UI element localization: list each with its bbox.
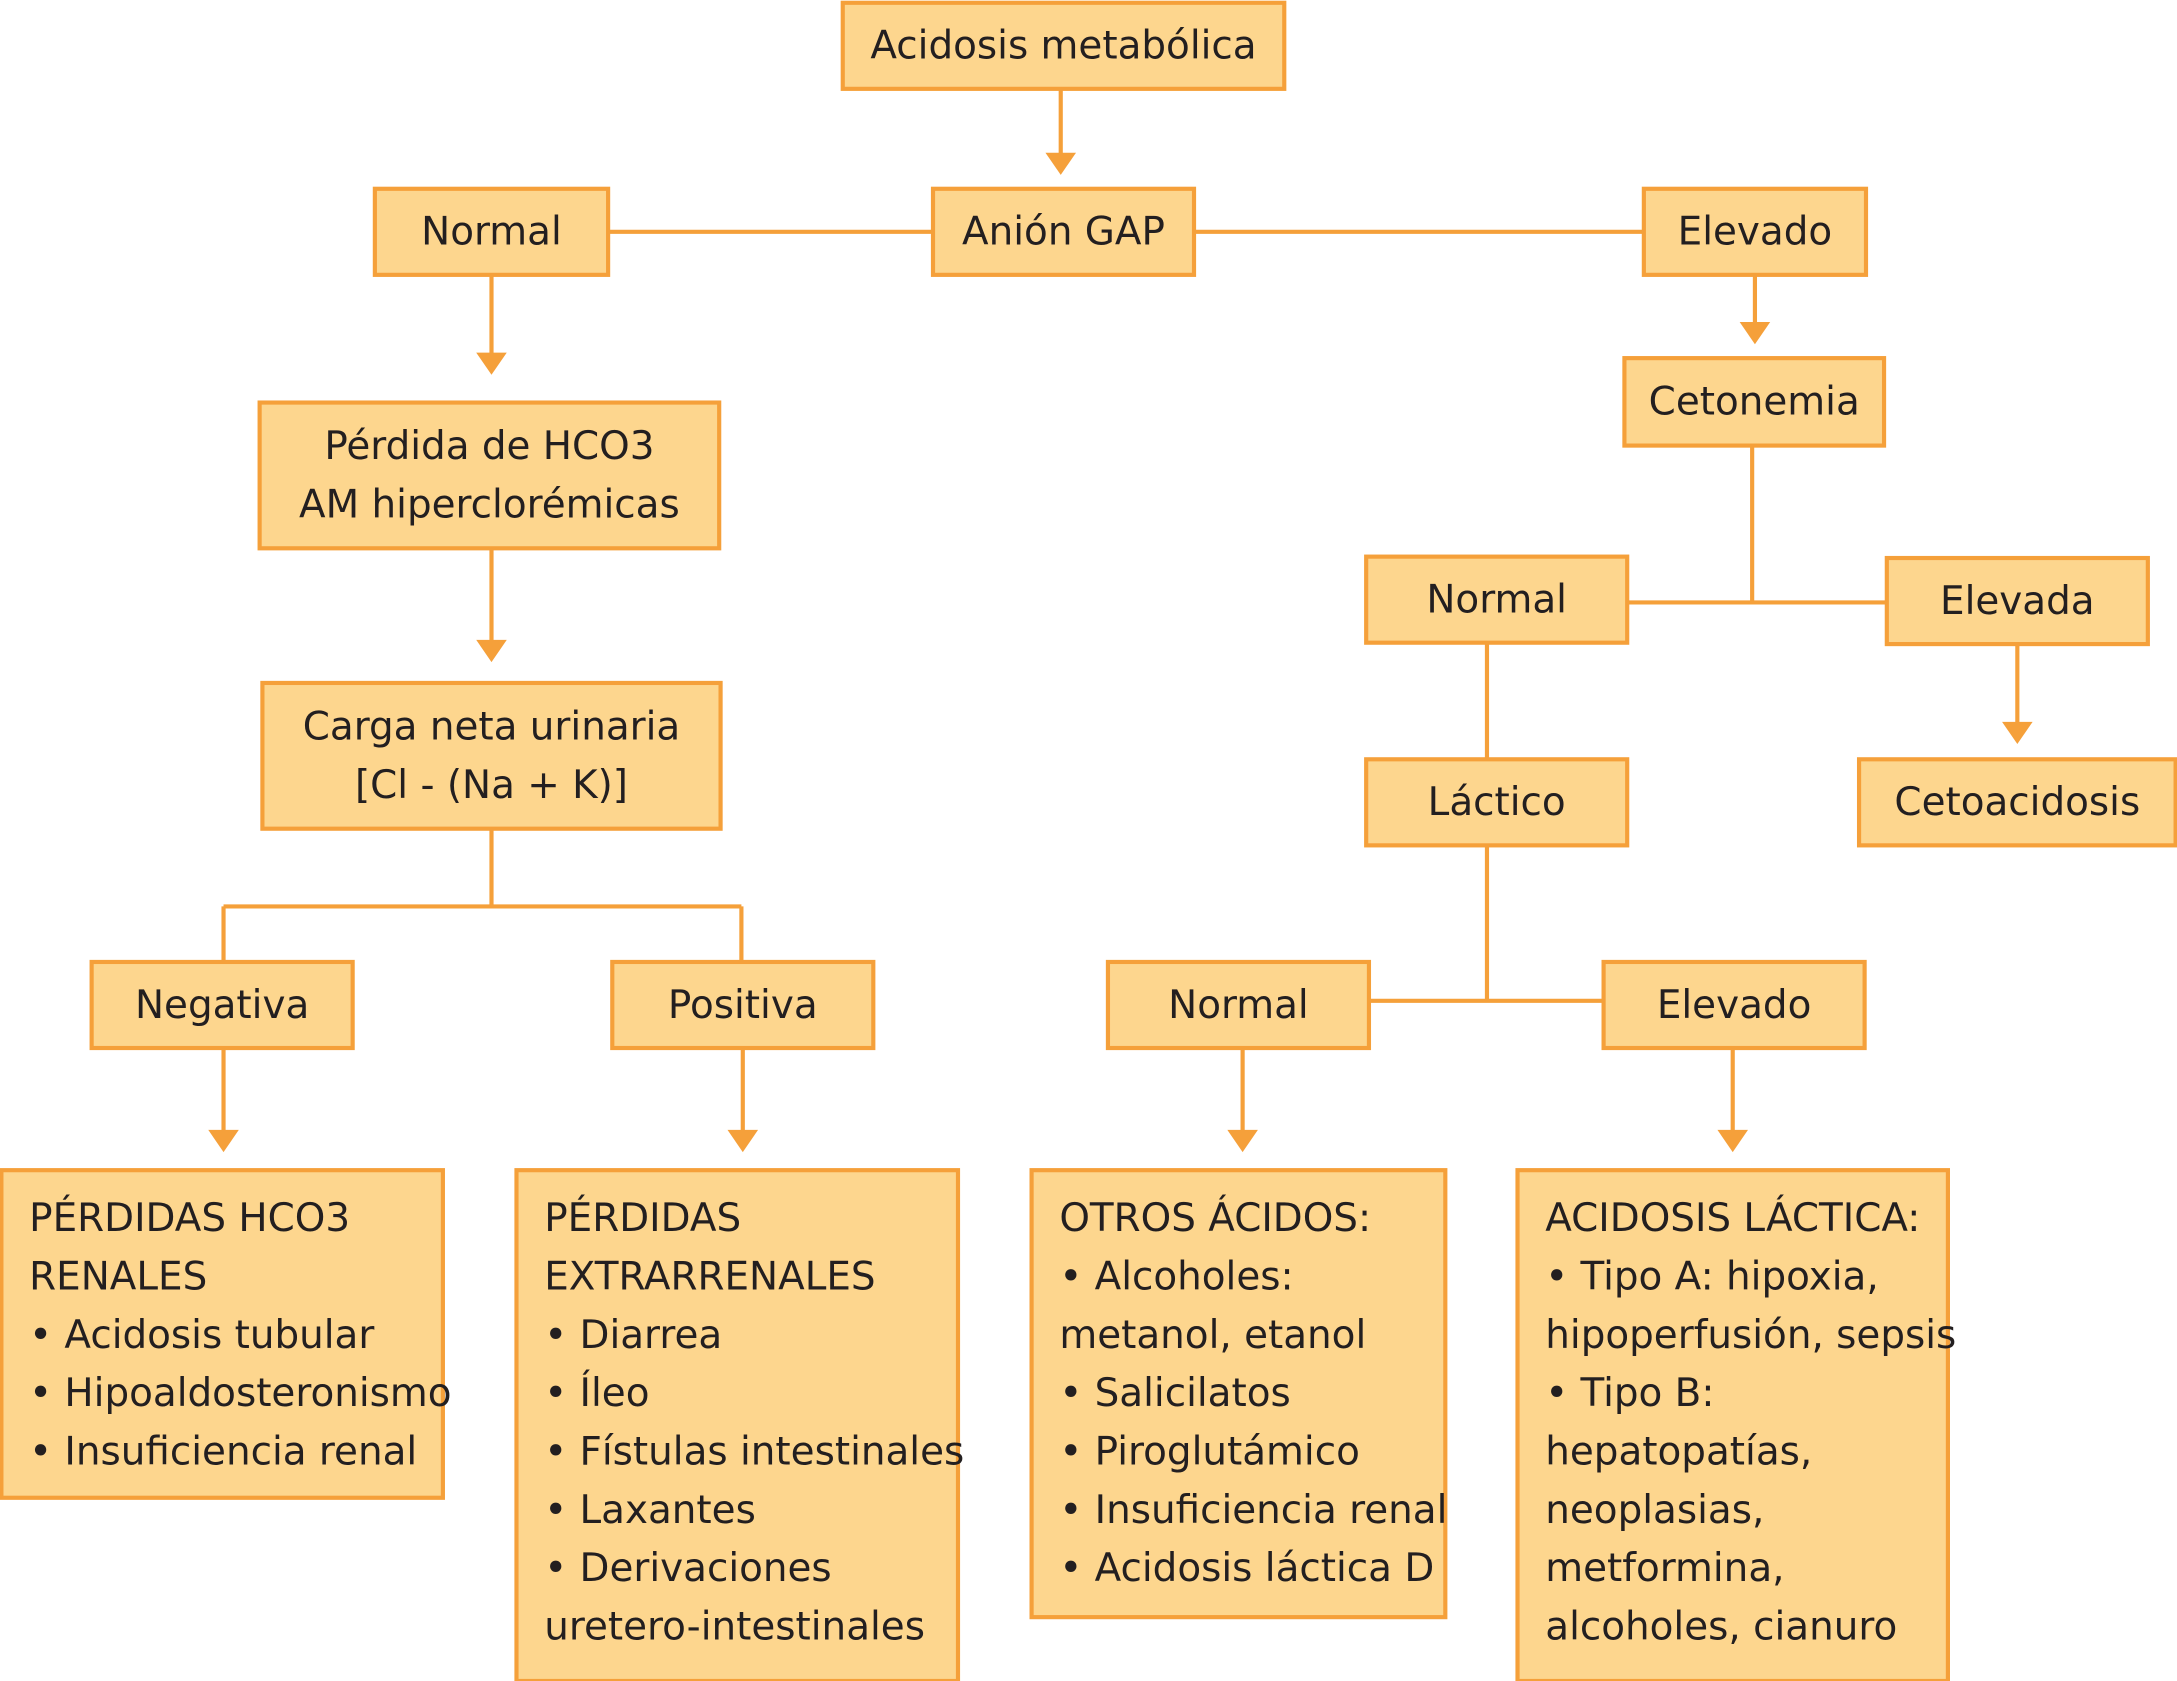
node-text-line: PÉRDIDAS HCO3 (29, 1194, 350, 1241)
node-text-line: • Salicilatos (1059, 1371, 1290, 1416)
node-text-line: • Fístulas intestinales (544, 1429, 964, 1474)
node-box (260, 680, 723, 831)
node-text-line: alcoholes, cianuro (1545, 1604, 1897, 1649)
node-text-line: • Tipo B: (1545, 1371, 1714, 1416)
node-text-line: PÉRDIDAS (544, 1194, 741, 1241)
node-box (1105, 959, 1372, 1051)
node-text-line: • Insuficiencia renal (29, 1429, 417, 1474)
node-text-line: AM hiperclorémicas (299, 482, 680, 527)
node-cetoacidosis: Cetoacidosis (1856, 757, 2177, 848)
node-cetonemia: Cetonemia (1622, 356, 1887, 448)
node-acidosis-lactica: ACIDOSIS LÁCTICA: • Tipo A: hipoxia, hipop… (1515, 1168, 1956, 1681)
node-text-line: • Íleo (544, 1369, 649, 1416)
node-text-line: Carga neta urinaria (303, 705, 680, 750)
node-text-line: Elevada (1940, 579, 2095, 624)
node-text-line: Positiva (668, 983, 818, 1028)
node-text-line: metanol, etanol (1059, 1313, 1366, 1358)
arrow-down-icon (1739, 322, 1771, 345)
node-lac-normal: Normal (1105, 959, 1372, 1051)
node-lac-elevado: Elevado (1601, 959, 1867, 1051)
node-text-line: hepatopatías, (1545, 1429, 1812, 1474)
node-text-line: • Acidosis tubular (29, 1313, 374, 1358)
node-box (1364, 554, 1630, 645)
node-box (514, 1168, 961, 1681)
node-perdidas-extrarrenales: PÉRDIDAS EXTRARRENALES • Diarrea • Íleo • Fí… (514, 1168, 964, 1681)
node-text-line: • Tipo A: hipoxia, (1545, 1255, 1878, 1300)
node-text-line: RENALES (29, 1255, 207, 1300)
arrow-down-icon (476, 352, 507, 375)
node-box (1856, 757, 2177, 848)
node-text-line: • Diarrea (544, 1313, 722, 1358)
node-box (840, 0, 1287, 91)
node-text-line: • Hipoaldosteronismo (29, 1371, 451, 1416)
node-text-line: • Derivaciones (544, 1546, 831, 1591)
connectors (208, 88, 2033, 1153)
node-text-line: ACIDOSIS LÁCTICA: (1545, 1194, 1920, 1241)
node-text-line: Normal (1168, 983, 1309, 1028)
node-perdida-hco3: Pérdida de HCO3 AM hiperclorémicas (257, 400, 722, 551)
node-box (930, 186, 1197, 277)
node-gap-elevado: Elevado (1641, 186, 1869, 277)
node-negativa: Negativa (89, 959, 355, 1051)
node-text-line: Negativa (135, 983, 309, 1028)
node-text-line: • Piroglutámico (1059, 1429, 1360, 1474)
node-text-line: EXTRARRENALES (544, 1255, 875, 1300)
node-text-line: • Acidosis láctica D (1059, 1546, 1434, 1591)
node-text-line: Elevado (1678, 210, 1833, 255)
node-otros-acidos: OTROS ÁCIDOS: • Alcoholes: metanol, etanol… (1029, 1168, 1448, 1620)
node-text-line: metformina, (1545, 1546, 1784, 1591)
node-text-line: Elevado (1657, 983, 1812, 1028)
node-box (1601, 959, 1867, 1051)
node-box (257, 400, 722, 551)
node-carga-neta: Carga neta urinaria [Cl - (Na + K)] (260, 680, 723, 831)
node-box (1622, 356, 1887, 448)
node-text-line: Pérdida de HCO3 (324, 424, 654, 469)
node-box (610, 959, 876, 1051)
arrow-down-icon (1045, 152, 1077, 175)
node-text-line: Cetonemia (1649, 380, 1860, 425)
node-positiva: Positiva (610, 959, 876, 1051)
node-text-line: • Laxantes (544, 1488, 756, 1533)
arrow-down-icon (1717, 1129, 1748, 1153)
arrow-down-icon (2002, 721, 2033, 745)
node-text-line: OTROS ÁCIDOS: (1059, 1194, 1371, 1241)
node-text-line: Anión GAP (962, 210, 1165, 255)
node-text-line: Láctico (1428, 780, 1566, 825)
node-box (89, 959, 355, 1051)
node-text-line: • Alcoholes: (1059, 1255, 1293, 1300)
node-box (1884, 555, 2150, 647)
node-text-line: • Insuficiencia renal (1059, 1488, 1447, 1533)
node-text-line: Normal (421, 210, 562, 255)
node-root: Acidosis metabólica (840, 0, 1287, 91)
arrow-down-icon (476, 639, 507, 663)
node-text-line: uretero-intestinales (544, 1604, 925, 1649)
node-text-line: Acidosis metabólica (870, 24, 1256, 69)
node-box (1641, 186, 1869, 277)
node-box (372, 186, 611, 277)
arrow-down-icon (1227, 1129, 1258, 1153)
node-lactico: Láctico (1364, 757, 1630, 848)
node-box (1029, 1168, 1448, 1620)
node-box (1515, 1168, 1950, 1681)
node-text-line: hipoperfusión, sepsis (1545, 1313, 1956, 1358)
arrow-down-icon (727, 1129, 759, 1153)
node-ceto-normal: Normal (1364, 554, 1630, 645)
node-box (0, 1168, 445, 1500)
node-text-line: Normal (1426, 577, 1567, 622)
node-text-line: Cetoacidosis (1894, 780, 2140, 825)
node-text-line: [Cl - (Na + K)] (355, 763, 628, 808)
node-box (1364, 757, 1630, 848)
node-gap-normal: Normal (372, 186, 611, 277)
node-text-line: neoplasias, (1545, 1488, 1764, 1533)
node-anion-gap: Anión GAP (930, 186, 1197, 277)
node-ceto-elevada: Elevada (1884, 555, 2150, 647)
arrow-down-icon (208, 1129, 239, 1153)
